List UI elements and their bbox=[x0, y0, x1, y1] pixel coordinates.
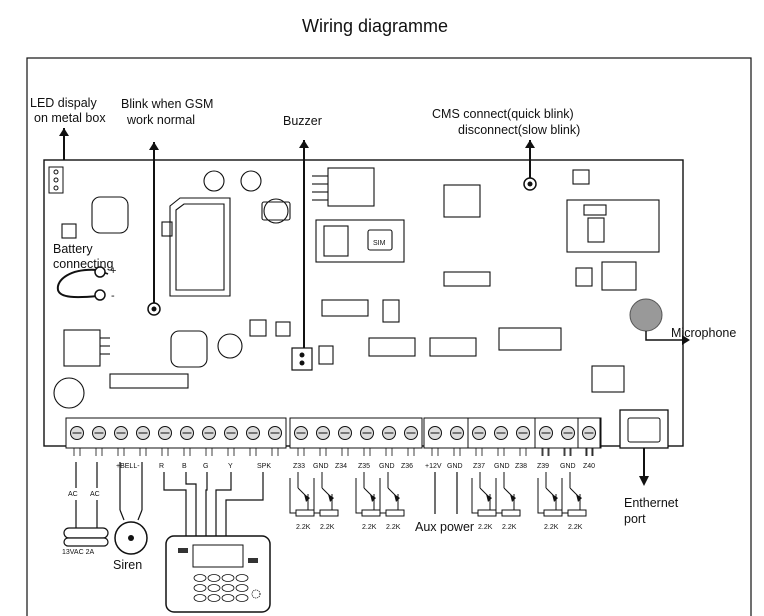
label-cms-1: CMS connect(quick blink) bbox=[432, 107, 574, 121]
resistor bbox=[567, 509, 587, 517]
resistor bbox=[501, 509, 521, 517]
term-b: B bbox=[182, 463, 187, 470]
term-gnd2: GND bbox=[379, 463, 395, 470]
zone-network: 2.2K 2.2K bbox=[289, 472, 339, 531]
terminal-labels: AC AC +BELL- R B G Y SPK Z33 GND Z34 Z35… bbox=[68, 463, 595, 498]
zone-network: 2.2K 2.2K bbox=[471, 472, 521, 531]
label-ethernet-1: Enthernet bbox=[624, 496, 679, 510]
terminal-group bbox=[289, 417, 423, 449]
label-siren: Siren bbox=[113, 558, 142, 572]
battery-minus: - bbox=[111, 290, 115, 302]
resistor-label: 2.2K bbox=[386, 524, 401, 531]
keypad bbox=[165, 535, 271, 613]
label-ethernet-2: port bbox=[624, 512, 646, 526]
terminal-block bbox=[65, 417, 602, 456]
battery-connector: Battery connecting + - bbox=[53, 242, 116, 302]
resistor-label: 2.2K bbox=[478, 524, 493, 531]
label-aux-power: Aux power bbox=[415, 520, 474, 534]
resistor-label: 2.2K bbox=[296, 524, 311, 531]
label-led-display-2: on metal box bbox=[34, 111, 106, 125]
term-gnd3: GND bbox=[447, 463, 463, 470]
cms-led bbox=[523, 177, 537, 191]
term-12v: +12V bbox=[425, 463, 442, 470]
label-blink-gsm-2: work normal bbox=[126, 113, 195, 127]
term-gnd1: GND bbox=[313, 463, 329, 470]
term-gnd5: GND bbox=[560, 463, 576, 470]
term-r: R bbox=[159, 463, 164, 470]
gsm-led bbox=[147, 302, 161, 316]
label-ac-rating: 13VAC 2A bbox=[62, 549, 94, 556]
ac-transformer bbox=[63, 462, 109, 547]
resistor bbox=[319, 509, 339, 517]
term-z34: Z34 bbox=[335, 463, 347, 470]
resistor bbox=[361, 509, 381, 517]
zone-network: 2.2K 2.2K bbox=[537, 472, 587, 531]
resistor-label: 2.2K bbox=[320, 524, 335, 531]
term-z37: Z37 bbox=[473, 463, 485, 470]
buzzer bbox=[291, 347, 313, 371]
term-ac2: AC bbox=[90, 491, 100, 498]
term-bell: +BELL- bbox=[116, 463, 140, 470]
resistor bbox=[385, 509, 405, 517]
pcb-components bbox=[53, 167, 660, 409]
label-microphone: Microphone bbox=[671, 326, 736, 340]
resistor bbox=[477, 509, 497, 517]
zone-network: 2.2K 2.2K bbox=[355, 472, 405, 531]
led-connector bbox=[48, 166, 64, 194]
term-gnd4: GND bbox=[494, 463, 510, 470]
term-z36: Z36 bbox=[401, 463, 413, 470]
label-buzzer: Buzzer bbox=[283, 114, 322, 128]
term-z39: Z39 bbox=[537, 463, 549, 470]
sim-label: SIM bbox=[373, 240, 386, 247]
microphone: Microphone bbox=[629, 298, 736, 345]
resistor-label: 2.2K bbox=[362, 524, 377, 531]
resistor-label: 2.2K bbox=[544, 524, 559, 531]
label-led-display-1: LED dispaly bbox=[30, 96, 97, 110]
term-z33: Z33 bbox=[293, 463, 305, 470]
callout-arrows bbox=[59, 128, 535, 350]
resistor-label: 2.2K bbox=[502, 524, 517, 531]
term-z38: Z38 bbox=[515, 463, 527, 470]
term-g: G bbox=[203, 463, 208, 470]
resistor bbox=[295, 509, 315, 517]
label-battery-1: Battery bbox=[53, 242, 93, 256]
ethernet-port: Enthernet port bbox=[619, 409, 679, 526]
term-ac1: AC bbox=[68, 491, 78, 498]
term-z40: Z40 bbox=[583, 463, 595, 470]
battery-plus: + bbox=[110, 265, 116, 277]
aux-power-wires bbox=[434, 472, 458, 514]
diagram-title: Wiring diagramme bbox=[302, 16, 448, 36]
resistor-label: 2.2K bbox=[568, 524, 583, 531]
term-y: Y bbox=[228, 463, 233, 470]
keypad-wires bbox=[163, 472, 264, 536]
siren: Siren bbox=[113, 462, 148, 572]
term-spk: SPK bbox=[257, 463, 271, 470]
metal-box-outline bbox=[26, 57, 752, 616]
term-z35: Z35 bbox=[358, 463, 370, 470]
resistor bbox=[543, 509, 563, 517]
main-pcb bbox=[43, 159, 684, 447]
zone-resistor-networks: 2.2K 2.2K 2.2K 2.2K 2.2K 2.2K 2.2K 2.2K bbox=[289, 472, 587, 531]
label-cms-2: disconnect(slow blink) bbox=[458, 123, 580, 137]
label-blink-gsm-1: Blink when GSM bbox=[121, 97, 213, 111]
